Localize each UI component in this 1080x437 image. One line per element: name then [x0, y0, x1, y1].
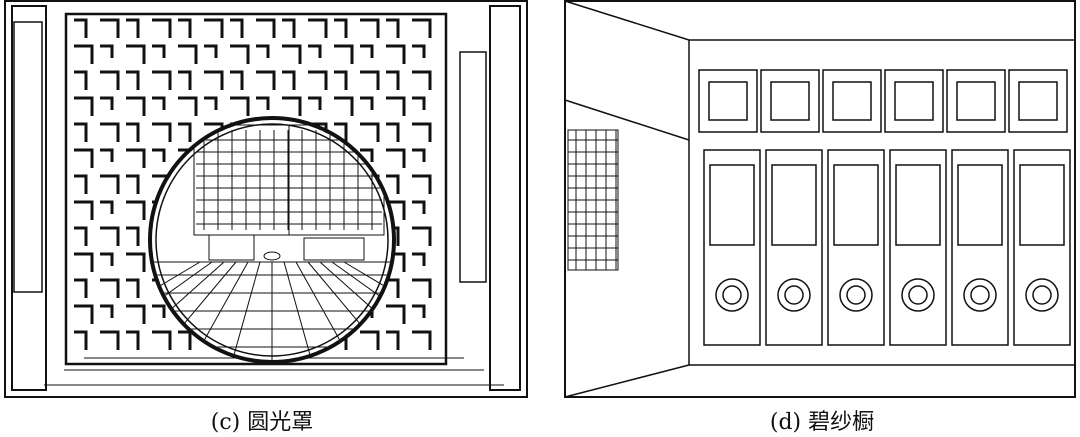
illustration-partition-doors [564, 0, 1076, 400]
moon-gate-ring [148, 116, 396, 364]
door-panels [703, 149, 1071, 346]
moon-gate-interior [152, 124, 392, 360]
partition-doors-drawing [564, 0, 1076, 398]
moon-gate-drawing [4, 0, 528, 398]
figure-caption-c: (c) 圆光罩 [210, 410, 314, 435]
figure-caption-d: (d) 碧纱橱 [769, 410, 875, 435]
transom-windows [698, 69, 1068, 133]
illustration-moon-gate [4, 0, 528, 400]
